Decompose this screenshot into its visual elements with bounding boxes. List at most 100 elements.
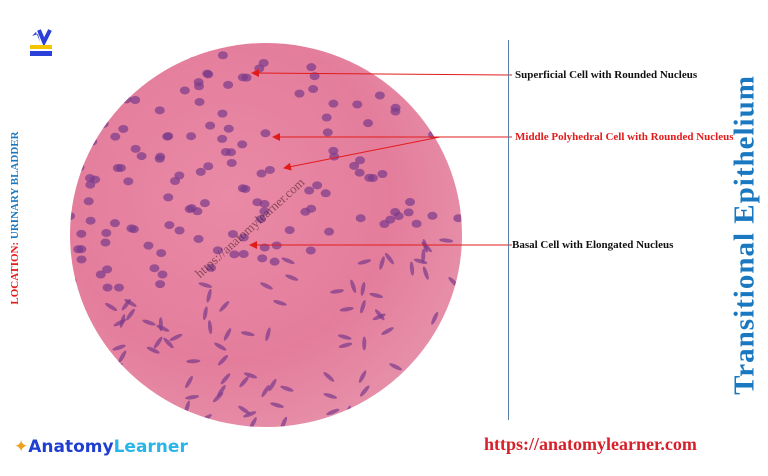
nucleus — [431, 311, 439, 325]
nucleus — [118, 350, 127, 363]
nucleus — [323, 372, 335, 382]
nucleus — [453, 214, 462, 223]
nucleus — [203, 70, 214, 79]
nucleus — [270, 402, 284, 408]
nucleus — [369, 292, 384, 299]
nucleus — [186, 132, 197, 141]
nucleus — [357, 259, 372, 265]
nucleus — [260, 129, 271, 138]
nucleus — [439, 238, 454, 243]
nucleus — [304, 186, 315, 195]
nucleus — [113, 283, 124, 292]
nucleus — [405, 198, 416, 207]
nucleus — [70, 212, 76, 221]
nucleus — [269, 257, 280, 266]
nucleus — [112, 344, 126, 351]
nucleus — [323, 393, 337, 399]
nucleus — [281, 257, 295, 265]
nucleus — [352, 100, 363, 109]
nucleus — [121, 299, 131, 311]
nucleus — [219, 301, 230, 312]
nucleus — [384, 252, 394, 265]
nucleus — [413, 258, 428, 264]
location-label: LOCATION: URINARY BLADDER — [9, 131, 21, 304]
website-link[interactable]: https://anatomylearner.com — [484, 434, 697, 454]
brand-part2: Learner — [113, 437, 188, 457]
nucleus — [130, 96, 141, 105]
nucleus — [157, 270, 168, 279]
nucleus — [257, 254, 268, 263]
nucleus — [359, 385, 370, 397]
nucleus — [321, 113, 332, 122]
nucleus — [164, 221, 175, 230]
nucleus — [205, 121, 216, 130]
nucleus — [363, 119, 374, 128]
nucleus — [349, 161, 360, 170]
nucleus — [265, 327, 271, 342]
nucleus — [217, 385, 226, 397]
nucleus — [203, 306, 208, 321]
nucleus — [280, 416, 288, 427]
label-superficial-cell: Superficial Cell with Rounded Nucleus — [515, 69, 698, 81]
nucleus — [169, 333, 183, 341]
nucleus — [239, 376, 249, 388]
nucleus — [264, 165, 275, 174]
nucleus — [312, 181, 323, 190]
nucleus — [142, 319, 156, 326]
nucleus — [130, 144, 141, 153]
nucleus — [364, 173, 375, 182]
nucleus — [110, 132, 121, 141]
nucleus — [149, 264, 160, 273]
nucleus — [163, 193, 174, 202]
nucleus — [427, 211, 438, 220]
nucleus — [156, 249, 167, 258]
nucleus — [308, 85, 319, 94]
nucleus — [306, 63, 317, 72]
nucleus — [372, 313, 386, 321]
nucleus — [102, 265, 113, 274]
nucleus — [206, 263, 217, 272]
nucleus — [328, 99, 339, 108]
nucleus — [358, 370, 367, 383]
nucleus — [261, 385, 270, 398]
anatomy-learner-logo — [29, 24, 52, 56]
nucleus — [379, 256, 385, 270]
nucleus — [381, 327, 394, 335]
nucleus — [305, 246, 316, 255]
nucleus — [362, 336, 367, 351]
nucleus — [329, 289, 344, 294]
nucleus — [326, 408, 340, 416]
nucleus — [354, 168, 365, 177]
nucleus — [243, 372, 258, 379]
nucleus — [255, 215, 266, 224]
nucleus — [284, 226, 295, 235]
nucleus — [212, 246, 223, 255]
nucleus — [227, 230, 238, 239]
nucleus — [337, 334, 352, 340]
nucleus — [123, 177, 134, 186]
nucleus — [226, 158, 237, 167]
nucleus — [238, 405, 251, 415]
nucleus — [411, 219, 422, 228]
nucleus — [421, 248, 426, 263]
nucleus — [238, 233, 249, 242]
nucleus — [403, 208, 414, 217]
nucleus — [324, 227, 335, 236]
nucleus — [126, 224, 137, 233]
nucleus — [214, 342, 227, 351]
nucleus — [422, 266, 429, 280]
nucleus — [186, 359, 201, 364]
arrow-middle-2 — [283, 136, 441, 171]
nucleus — [198, 282, 213, 288]
nucleus — [223, 328, 232, 341]
brand-part1: Anatomy — [28, 437, 114, 457]
label-basal-cell: Basal Cell with Elongated Nucleus — [512, 239, 674, 251]
nucleus — [360, 281, 366, 296]
nucleus — [237, 184, 248, 193]
nucleus — [389, 363, 402, 371]
nucleus — [85, 216, 96, 225]
nucleus — [193, 234, 204, 243]
nucleus — [217, 134, 228, 143]
nucleus — [143, 241, 154, 250]
nucleus — [273, 300, 287, 306]
